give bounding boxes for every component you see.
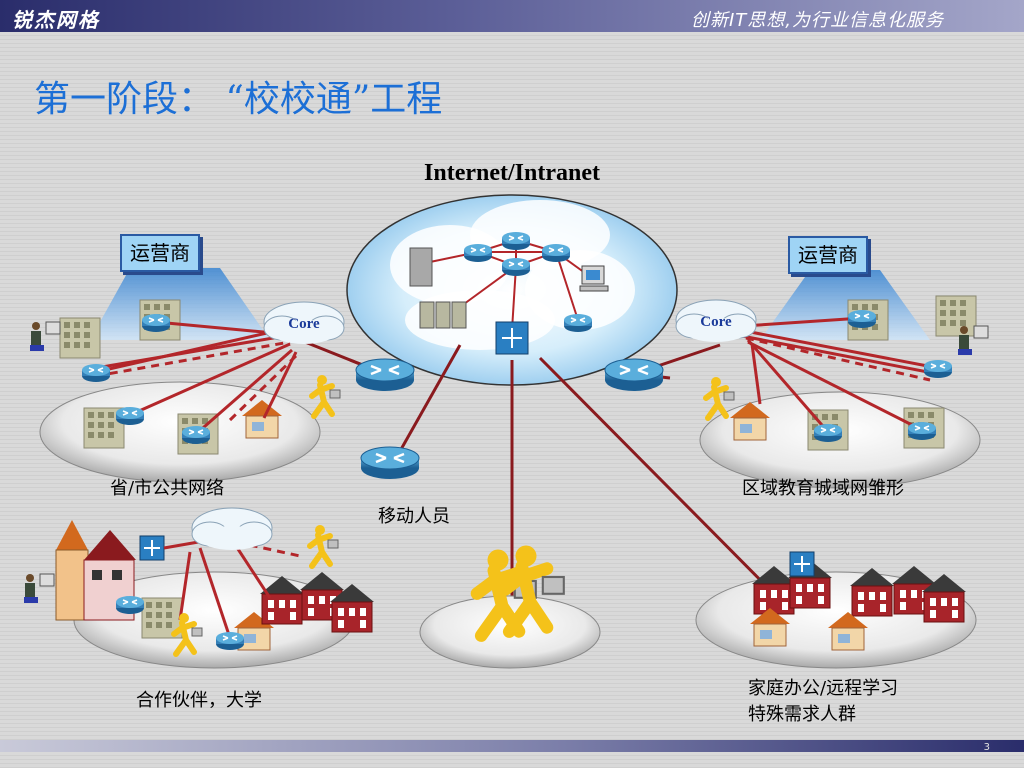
internet-label: Internet/Intranet: [424, 160, 600, 186]
label-special-needs: 特殊需求人群: [748, 704, 856, 725]
label-partners: 合作伙伴，大学: [136, 690, 262, 711]
bottom-banner: [0, 740, 1024, 752]
operator-box-right: 运营商: [788, 236, 868, 274]
core-label-right: Core: [700, 314, 732, 330]
workstation-icon: [579, 265, 609, 292]
home-region: [695, 551, 977, 669]
core-label-left: Core: [288, 316, 320, 332]
province-region: [29, 268, 340, 483]
internet-cloud: [346, 194, 678, 386]
label-home-office: 家庭办公/远程学习: [748, 678, 899, 699]
slogan: 创新IT思想,为行业信息化服务: [690, 10, 944, 31]
brand-logo-text: 锐杰网格: [12, 8, 100, 32]
label-province-network: 省/市公共网络: [110, 478, 225, 499]
top-banner: 锐杰网格 创新IT思想,为行业信息化服务: [0, 0, 1024, 32]
partners-region: [23, 507, 375, 669]
switch-icon: [495, 321, 529, 355]
label-mobile-staff: 移动人员: [378, 506, 450, 527]
page-title: 第一阶段： “校校通”工程: [34, 79, 443, 120]
label-district-network: 区域教育城域网雏形: [742, 478, 904, 499]
server-icon: [409, 247, 467, 329]
page-number: 3: [983, 742, 990, 753]
operator-box-left: 运营商: [120, 234, 200, 272]
mobile-region: [419, 546, 601, 669]
wan-links: [299, 338, 802, 622]
district-region: [699, 270, 989, 489]
